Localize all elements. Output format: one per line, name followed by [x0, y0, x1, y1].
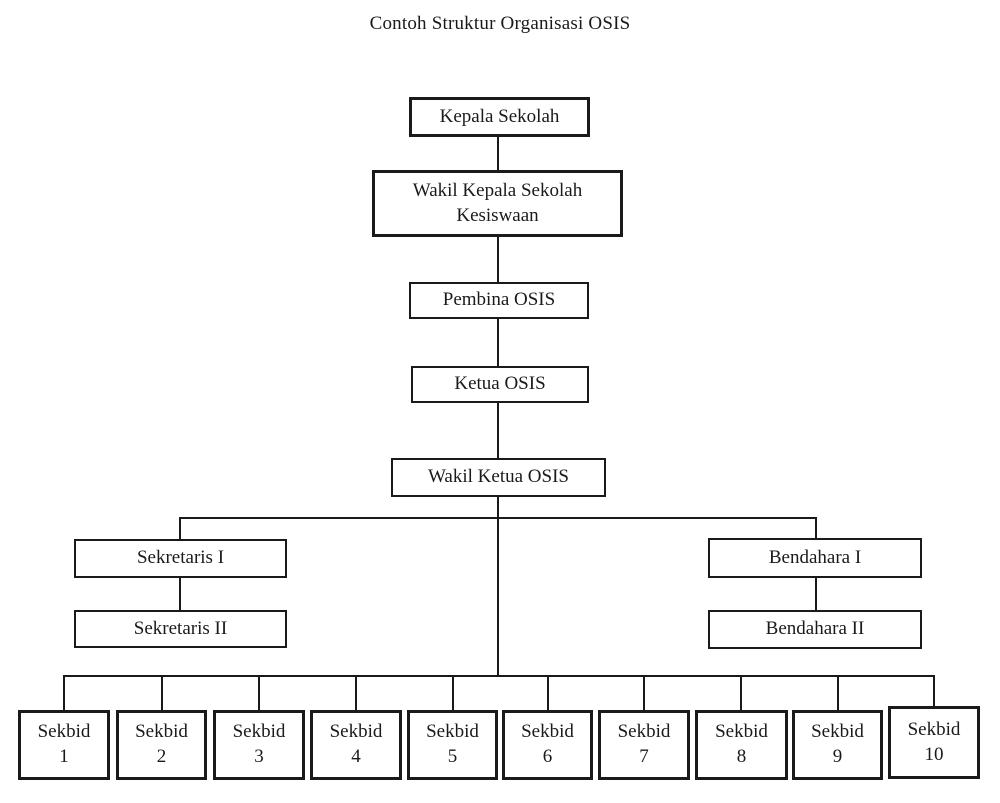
- sekbid-word: Sekbid: [907, 718, 961, 740]
- chart-title: Contoh Struktur Organisasi OSIS: [369, 13, 631, 34]
- node-sekbid-3: Sekbid 3: [213, 710, 305, 780]
- drop-sekbid-5: [452, 675, 454, 710]
- node-sekbid-10: Sekbid 10: [888, 706, 980, 779]
- sekbid-number: 8: [736, 746, 747, 767]
- sekbid-number: 6: [542, 746, 553, 767]
- node-sekbid-2: Sekbid 2: [116, 710, 207, 780]
- sekbid-word: Sekbid: [521, 721, 574, 743]
- connector-branch-to-bendahara-1: [815, 517, 817, 538]
- node-label-line2: Kesiswaan: [456, 204, 539, 226]
- branch-line-sekbid: [63, 675, 935, 677]
- node-label: Sekretaris I: [136, 547, 225, 569]
- sekbid-word: Sekbid: [135, 721, 188, 743]
- sekbid-number: 10: [924, 743, 944, 765]
- node-sekbid-8: Sekbid 8: [695, 710, 788, 780]
- sekbid-number: 4: [351, 746, 361, 767]
- connector-kepala-to-wakil-kepala: [497, 137, 499, 170]
- drop-sekbid-6: [547, 675, 549, 710]
- drop-sekbid-10: [933, 675, 935, 706]
- drop-sekbid-4: [355, 675, 357, 710]
- node-sekbid-4: Sekbid 4: [310, 710, 402, 780]
- connector-wakil-ketua-to-sekbid-row: [497, 497, 499, 677]
- node-label: Pembina OSIS: [442, 289, 556, 311]
- drop-sekbid-8: [740, 675, 742, 710]
- sekbid-number: 2: [156, 746, 167, 767]
- node-label: Bendahara II: [765, 618, 865, 640]
- drop-sekbid-2: [161, 675, 163, 710]
- node-sekbid-6: Sekbid 6: [502, 710, 593, 780]
- sekbid-word: Sekbid: [329, 721, 383, 743]
- node-label: Kepala Sekolah: [439, 105, 560, 127]
- node-sekbid-1: Sekbid 1: [18, 710, 110, 780]
- connector-wakil-kepala-to-pembina: [497, 237, 499, 282]
- sekbid-word: Sekbid: [37, 721, 91, 743]
- drop-sekbid-1: [63, 675, 65, 710]
- connector-branch-to-sekretaris-1: [179, 517, 181, 539]
- node-wakil-ketua-osis: Wakil Ketua OSIS: [391, 458, 606, 497]
- node-sekbid-9: Sekbid 9: [792, 710, 883, 780]
- node-bendahara-1: Bendahara I: [708, 538, 922, 578]
- sekbid-word: Sekbid: [232, 721, 286, 743]
- connector-pembina-to-ketua: [497, 319, 499, 366]
- sekbid-number: 5: [447, 746, 458, 767]
- sekbid-word: Sekbid: [811, 721, 864, 743]
- node-label: Wakil Ketua OSIS: [428, 466, 569, 488]
- node-label: Bendahara I: [768, 546, 862, 568]
- branch-line-sekretaris-bendahara: [179, 517, 817, 519]
- sekbid-number: 7: [639, 746, 649, 767]
- drop-sekbid-9: [837, 675, 839, 710]
- connector-ketua-to-wakil-ketua: [497, 403, 499, 458]
- sekbid-number: 9: [832, 746, 843, 767]
- node-wakil-kepala-sekolah: Wakil Kepala Sekolah Kesiswaan: [372, 170, 623, 237]
- node-kepala-sekolah: Kepala Sekolah: [409, 97, 590, 137]
- drop-sekbid-3: [258, 675, 260, 710]
- node-label-line1: Wakil Kepala Sekolah: [412, 179, 583, 201]
- node-label: Ketua OSIS: [454, 373, 546, 395]
- node-sekbid-7: Sekbid 7: [598, 710, 690, 780]
- node-pembina-osis: Pembina OSIS: [409, 282, 589, 319]
- node-label: Sekretaris II: [133, 617, 228, 639]
- node-sekbid-5: Sekbid 5: [407, 710, 498, 780]
- sekbid-word: Sekbid: [617, 721, 671, 743]
- sekbid-word: Sekbid: [715, 721, 768, 743]
- sekbid-word: Sekbid: [426, 721, 479, 743]
- sekbid-number: 3: [254, 746, 264, 767]
- node-sekretaris-1: Sekretaris I: [74, 539, 287, 578]
- node-ketua-osis: Ketua OSIS: [411, 366, 589, 403]
- sekbid-number: 1: [59, 746, 69, 767]
- node-bendahara-2: Bendahara II: [708, 610, 922, 649]
- node-sekretaris-2: Sekretaris II: [74, 610, 287, 648]
- drop-sekbid-7: [643, 675, 645, 710]
- connector-bendahara-1-to-2: [815, 578, 817, 610]
- connector-sekretaris-1-to-2: [179, 578, 181, 610]
